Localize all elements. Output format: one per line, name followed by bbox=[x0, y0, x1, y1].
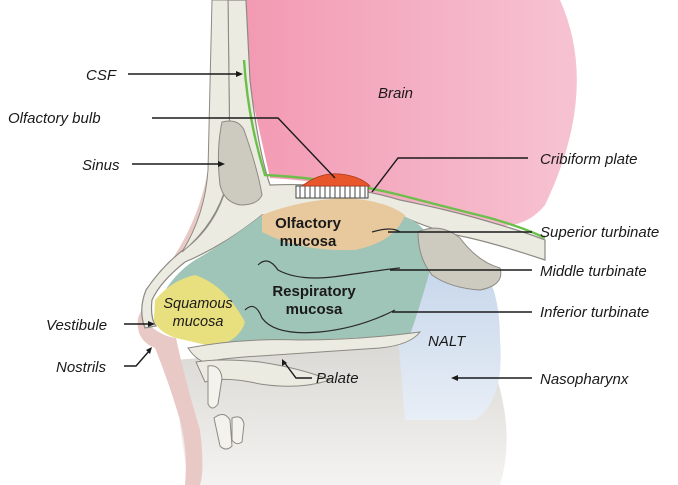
label-palate: Palate bbox=[316, 370, 359, 387]
label-olfactory-mucosa-2: mucosa bbox=[280, 233, 337, 250]
label-brain: Brain bbox=[378, 85, 413, 102]
nostrils-leader bbox=[124, 350, 150, 366]
label-respiratory-mucosa-2: mucosa bbox=[286, 301, 343, 318]
label-middle-turbinate: Middle turbinate bbox=[540, 263, 647, 280]
label-squamous-mucosa-1: Squamous bbox=[163, 296, 232, 312]
label-nostrils: Nostrils bbox=[56, 359, 107, 376]
tooth-lower-2 bbox=[232, 417, 244, 444]
label-inferior-turbinate: Inferior turbinate bbox=[540, 304, 649, 321]
label-sinus: Sinus bbox=[82, 157, 120, 174]
label-superior-turbinate: Superior turbinate bbox=[540, 224, 659, 241]
label-respiratory-mucosa-1: Respiratory bbox=[272, 283, 356, 300]
label-cribriform-plate: Cribiform plate bbox=[540, 151, 638, 168]
label-nalt: NALT bbox=[428, 333, 467, 350]
cribriform-plate bbox=[296, 186, 368, 198]
label-squamous-mucosa-2: mucosa bbox=[173, 314, 224, 330]
label-nasopharynx: Nasopharynx bbox=[540, 371, 629, 388]
label-csf: CSF bbox=[86, 67, 117, 84]
label-vestibule: Vestibule bbox=[46, 317, 107, 334]
label-olfactory-mucosa-1: Olfactory bbox=[275, 215, 342, 232]
label-olfactory-bulb: Olfactory bulb bbox=[8, 110, 101, 127]
